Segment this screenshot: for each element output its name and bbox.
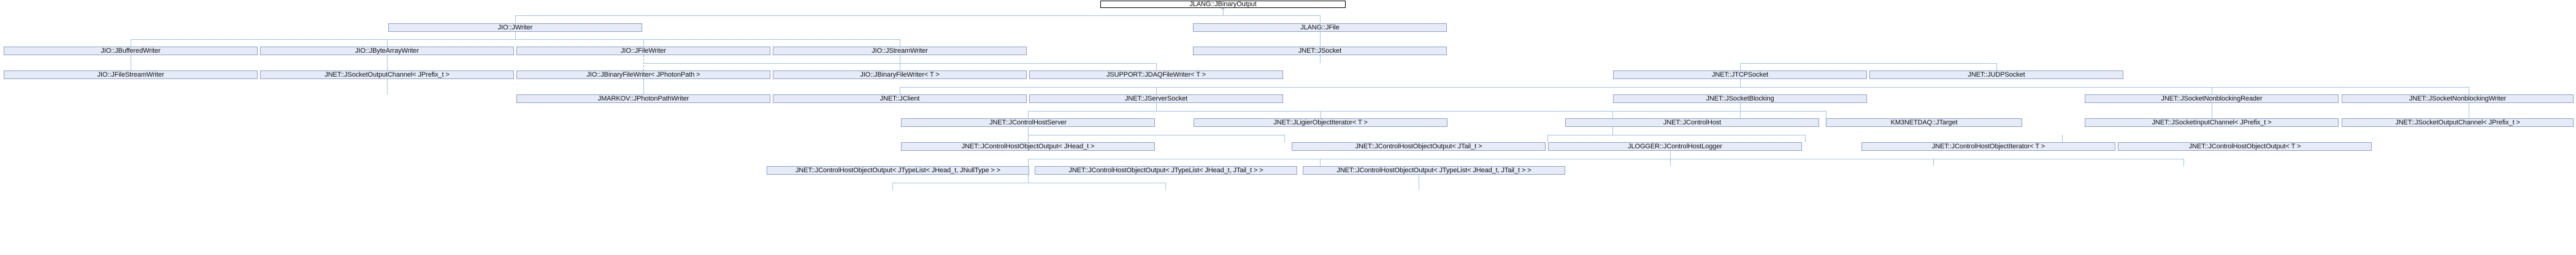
edge-stem-r4c2 [387, 79, 388, 94]
edge-drop-r2c1 [515, 15, 516, 23]
edge-stem-r7c3 [1670, 151, 1671, 159]
edge-stem-r3c5 [1320, 55, 1321, 63]
node-jlogger-jcontrolhostlogger[interactable]: JLOGGER::JControlHostLogger [1548, 142, 1802, 151]
edge-stem-r5c3 [1156, 103, 1157, 111]
edge-drop-r7c2 [1284, 135, 1285, 142]
node-jnet-jcontrolhost[interactable]: JNET::JControlHost [1565, 118, 1819, 127]
node-jnet-jsocket[interactable]: JNET::JSocket [1193, 47, 1447, 55]
node-jnet-jsocketnonblockingwriter[interactable]: JNET::JSocketNonblockingWriter [2342, 94, 2574, 103]
node-jio-jbinaryfilewriter-t[interactable]: JIO::JBinaryFileWriter< T > [773, 70, 1027, 79]
edge-bus-row6 [1028, 111, 1826, 112]
edge-stem-r5c4 [1740, 103, 1741, 118]
node-jnet-jsocketoutputchannel-jprefix[interactable]: JNET::JSocketOutputChannel< JPrefix_t > [260, 70, 514, 79]
node-jnet-jsocketnonblockingreader[interactable]: JNET::JSocketNonblockingReader [2085, 94, 2339, 103]
edge-stem-r8c1 [1028, 175, 1029, 183]
node-jnet-jserversocket[interactable]: JNET::JServerSocket [1029, 94, 1283, 103]
edge-drop-r6c4 [1826, 111, 1827, 118]
node-jio-jstreamwriter[interactable]: JIO::JStreamWriter [773, 47, 1027, 55]
edge-drop-r7c4 [1805, 135, 1806, 142]
edge-drop-r3c2 [387, 39, 388, 47]
edge-drop-r7c3 [1547, 135, 1548, 142]
node-jnet-jcontrolhostserver[interactable]: JNET::JControlHostServer [901, 118, 1155, 127]
node-jio-jwriter[interactable]: JIO::JWriter [388, 23, 642, 32]
edge-drop-r8-d [1933, 159, 1934, 166]
node-jio-jfilestreamwriter[interactable]: JIO::JFileStreamWriter [4, 70, 258, 79]
edge-stem-r6c3 [1612, 127, 1613, 135]
node-jnet-jcontrolhostobjectoutput-typelist-nulltype[interactable]: JNET::JControlHostObjectOutput< JTypeLis… [767, 166, 1029, 175]
edge-root-stem [1223, 7, 1224, 15]
edge-drop-r6c1 [1028, 111, 1029, 118]
edge-stem-r4c3 [643, 79, 644, 94]
node-jnet-jclient[interactable]: JNET::JClient [773, 94, 1027, 103]
node-jnet-jcontrolhostobjectoutput-typelist-jtail-2[interactable]: JNET::JControlHostObjectOutput< JTypeLis… [1303, 166, 1565, 175]
edge-drop-r8-e [2183, 159, 2184, 166]
edge-drop-r9b [1165, 183, 1166, 190]
node-jnet-jcontrolhostobjectiterator-t[interactable]: JNET::JControlHostObjectIterator< T > [1861, 142, 2115, 151]
node-jnet-jsocketinputchannel-jprefix[interactable]: JNET::JSocketInputChannel< JPrefix_t > [2085, 118, 2339, 127]
edge-stem-r6c1 [1028, 127, 1029, 135]
edge-drop-r8-a [1028, 159, 1029, 166]
node-jio-jbufferedwriter[interactable]: JIO::JBufferedWriter [4, 47, 258, 55]
node-jio-jfilewriter[interactable]: JIO::JFileWriter [516, 47, 770, 55]
node-jnet-jligierobjectiterator-t[interactable]: JNET::JLigierObjectIterator< T > [1194, 118, 1447, 127]
edge-drop-r8-b [1320, 159, 1321, 166]
edge-drop-r8-c [1670, 159, 1671, 166]
node-jlang-jfile[interactable]: JLANG::JFile [1193, 23, 1447, 32]
edge-link-r3c5 [1740, 63, 1741, 70]
edge-stem-r2c2 [1320, 31, 1321, 47]
node-jio-jbytearraywriter[interactable]: JIO::JByteArrayWriter [260, 47, 514, 55]
edge-bus-row4-right [1740, 63, 1996, 64]
edge-drop-r4c7 [1996, 63, 1997, 70]
edge-drop-r9a [892, 183, 893, 190]
node-jnet-jsocketblocking[interactable]: JNET::JSocketBlocking [1613, 94, 1867, 103]
node-jsupport-jdaqfilewriter-t[interactable]: JSUPPORT::JDAQFileWriter< T > [1029, 70, 1283, 79]
node-jnet-jcontrolhostobjectoutput-typelist-jtail-1[interactable]: JNET::JControlHostObjectOutput< JTypeLis… [1035, 166, 1297, 175]
node-jnet-jsocketoutputchannel-jprefix-2[interactable]: JNET::JSocketOutputChannel< JPrefix_t > [2342, 118, 2574, 127]
node-jmarkov-jphotonpathwriter[interactable]: JMARKOV::JPhotonPathWriter [516, 94, 770, 103]
edge-stem-r3c3 [643, 55, 644, 70]
node-km3netdaq-jtarget[interactable]: KM3NETDAQ::JTarget [1826, 118, 2022, 127]
edge-bus-row5 [900, 87, 2469, 88]
edge-arrow-root [1221, 7, 1225, 9]
edge-drop-r3c3 [643, 39, 644, 47]
edge-bus-row2 [515, 15, 1320, 16]
node-jnet-judpsocket[interactable]: JNET::JUDPSocket [1869, 70, 2123, 79]
edge-stem-r4c6 [1740, 79, 1741, 87]
edge-stem-r2c1 [515, 31, 516, 39]
node-jnet-jcontrolhostobjectoutput-t[interactable]: JNET::JControlHostObjectOutput< T > [2118, 142, 2372, 151]
edge-drop-r6c3 [1612, 111, 1613, 118]
node-root[interactable]: JLANG::JBinaryOutput [1100, 1, 1346, 8]
edge-drop-r4c5 [1156, 63, 1157, 70]
node-jio-jbinaryfilewriter-jphotonpath[interactable]: JIO::JBinaryFileWriter< JPhotonPath > [516, 70, 770, 79]
node-jnet-jtcpsocket[interactable]: JNET::JTCPSocket [1613, 70, 1867, 79]
edge-stem-r3c2 [387, 55, 388, 70]
edge-drop-r7c5 [2062, 135, 2063, 142]
edge-drop-r5c3 [1156, 87, 1157, 94]
edge-drop-r2c2 [1320, 15, 1321, 23]
edge-bus-row3-left [131, 39, 900, 40]
edge-drop-r7c1 [1028, 135, 1029, 142]
node-jnet-jcontrolhostobjectoutput-jhead[interactable]: JNET::JControlHostObjectOutput< JHead_t … [901, 142, 1155, 151]
node-jnet-jcontrolhostobjectoutput-jtail[interactable]: JNET::JControlHostObjectOutput< JTail_t … [1292, 142, 1546, 151]
